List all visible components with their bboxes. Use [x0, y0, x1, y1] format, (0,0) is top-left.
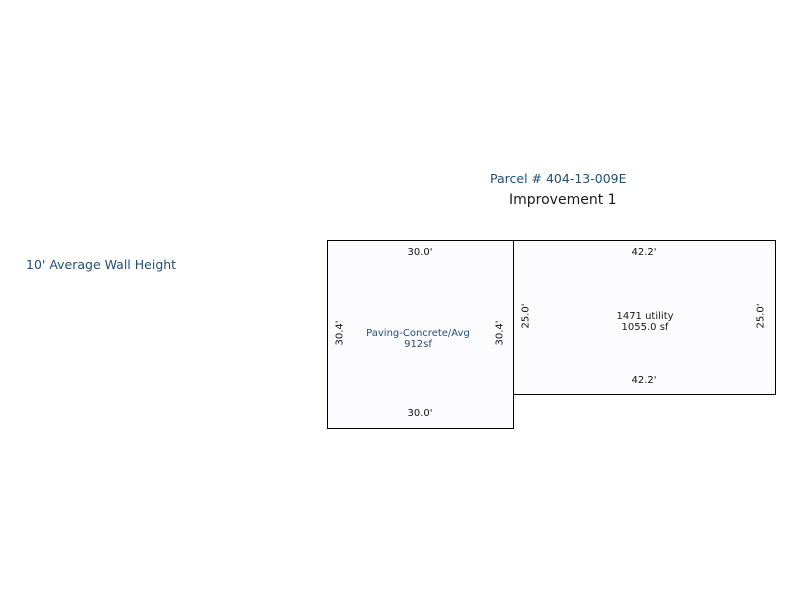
utility-dim-bottom: 42.2' — [631, 375, 657, 386]
paving-area-size: 912sf — [404, 339, 432, 350]
wall-height-note: 10' Average Wall Height — [26, 257, 177, 272]
paving-dim-right: 30.4' — [494, 320, 506, 346]
area-utility[interactable] — [513, 240, 776, 395]
parcel-title: Parcel # 404-13-009E — [490, 171, 627, 186]
paving-area-label: Paving-Concrete/Avg 912sf — [366, 328, 470, 350]
utility-area-size: 1055.0 sf — [621, 322, 669, 333]
utility-dim-right: 25.0' — [755, 303, 767, 329]
utility-dim-left: 25.0' — [520, 303, 532, 329]
paving-dim-top: 30.0' — [407, 247, 433, 258]
utility-area-label: 1471 utility 1055.0 sf — [616, 311, 673, 333]
utility-dim-top: 42.2' — [631, 247, 657, 258]
utility-area-name: 1471 utility — [616, 311, 674, 322]
improvement-title: Improvement 1 — [509, 192, 617, 208]
paving-area-name: Paving-Concrete/Avg — [366, 328, 470, 339]
area-paving[interactable] — [327, 240, 514, 429]
paving-dim-left: 30.4' — [334, 320, 346, 346]
paving-dim-bottom: 30.0' — [407, 408, 433, 419]
